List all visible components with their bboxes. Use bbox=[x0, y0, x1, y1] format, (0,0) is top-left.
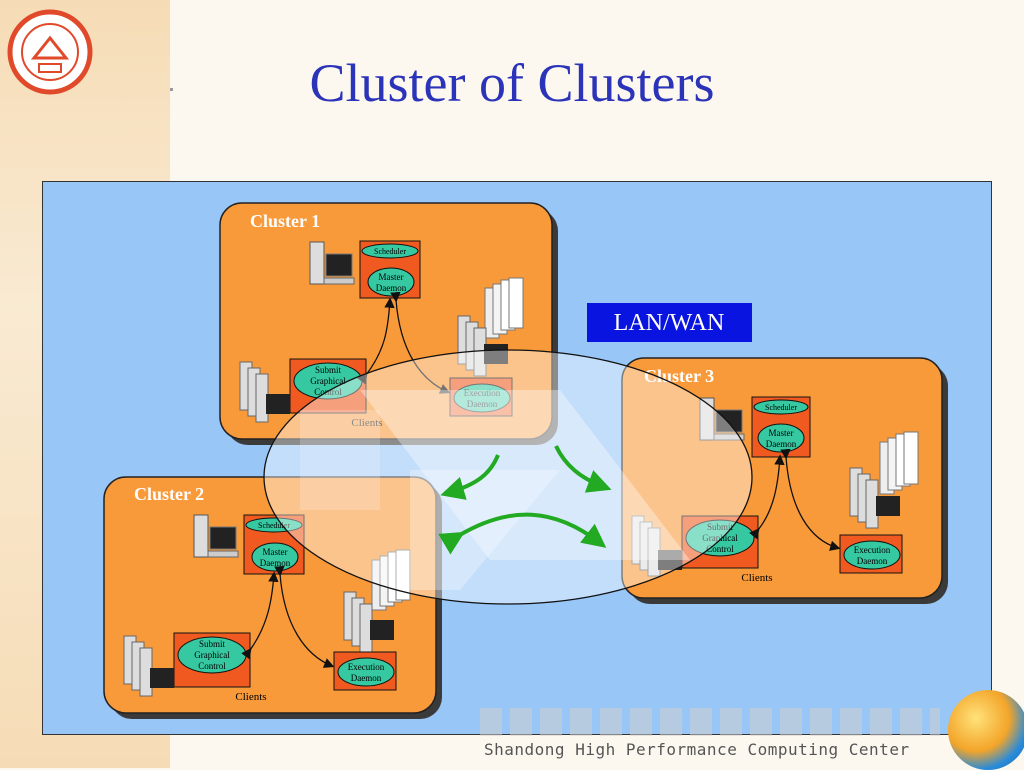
footer-chinese-banner bbox=[480, 708, 940, 736]
cluster-1-scheduler bbox=[361, 243, 419, 259]
cluster-1-client-machines bbox=[239, 361, 290, 423]
lan-wan-label: LAN/WAN bbox=[614, 310, 725, 336]
cluster-3-execution-daemon bbox=[843, 540, 901, 570]
svg-text:Master: Master bbox=[263, 547, 288, 557]
cluster-2-client-machines bbox=[123, 635, 174, 697]
cluster-3-workstation bbox=[699, 397, 745, 441]
arrow-cluster2-cluster3 bbox=[438, 512, 607, 555]
svg-text:Execution: Execution bbox=[348, 662, 385, 672]
svg-text:Master: Master bbox=[769, 428, 794, 438]
arrow-cluster1-to-cluster3 bbox=[554, 445, 612, 493]
cluster-1-server-rack bbox=[484, 277, 524, 339]
cluster-3-exec-machines bbox=[849, 467, 900, 529]
svg-text:Graphical: Graphical bbox=[194, 650, 230, 660]
arrow-cluster1-to-cluster2 bbox=[440, 454, 500, 500]
svg-text:Control: Control bbox=[706, 544, 734, 554]
footer-text: Shandong High Performance Computing Cent… bbox=[484, 740, 910, 759]
svg-text:Daemon: Daemon bbox=[467, 399, 498, 409]
svg-text:Control: Control bbox=[314, 387, 342, 397]
cluster-1-clients-label: Clients bbox=[351, 417, 382, 429]
svg-text:Execution: Execution bbox=[464, 388, 501, 398]
svg-text:Scheduler: Scheduler bbox=[765, 403, 797, 412]
slide-title: Cluster of Clusters bbox=[309, 53, 715, 113]
svg-text:Daemon: Daemon bbox=[351, 673, 382, 683]
lan-wan-network bbox=[263, 349, 753, 605]
svg-text:Daemon: Daemon bbox=[376, 283, 407, 293]
svg-text:Control: Control bbox=[198, 661, 226, 671]
svg-text:Scheduler: Scheduler bbox=[258, 521, 290, 530]
cluster-1-workstation bbox=[309, 241, 355, 285]
svg-text:Master: Master bbox=[379, 272, 404, 282]
svg-text:Submit: Submit bbox=[199, 639, 226, 649]
cluster-2-scheduler bbox=[245, 517, 303, 533]
cluster-2-clients-label: Clients bbox=[235, 691, 266, 703]
svg-text:Graphical: Graphical bbox=[310, 376, 346, 386]
decorative-dot bbox=[170, 88, 173, 91]
footer-logo-sphere bbox=[948, 690, 1024, 770]
svg-text:Daemon: Daemon bbox=[857, 556, 888, 566]
cluster-3-title: Cluster 3 bbox=[644, 366, 714, 386]
svg-text:Graphical: Graphical bbox=[702, 533, 738, 543]
cluster-2-workstation bbox=[193, 514, 239, 558]
cluster-2: Cluster 2 Scheduler Master Daemon Submit… bbox=[103, 476, 442, 719]
svg-text:Submit: Submit bbox=[315, 365, 342, 375]
cluster-3: Cluster 3 Scheduler Master Daemon Submit… bbox=[621, 357, 948, 604]
cluster-2-title: Cluster 2 bbox=[134, 484, 204, 504]
svg-text:Scheduler: Scheduler bbox=[374, 247, 406, 256]
lan-wan-label-box bbox=[587, 303, 752, 342]
cluster-2-execution-daemon bbox=[337, 657, 395, 687]
cluster-1-execution-daemon bbox=[453, 383, 511, 413]
svg-text:Submit: Submit bbox=[707, 522, 734, 532]
cluster-3-clients-label: Clients bbox=[741, 572, 772, 584]
svg-text:Execution: Execution bbox=[854, 545, 891, 555]
cluster-1: Cluster 1 Scheduler Master Daemon bbox=[219, 202, 558, 445]
cluster-3-client-machines bbox=[631, 515, 682, 577]
cluster-3-server-rack bbox=[879, 431, 919, 495]
svg-text:Daemon: Daemon bbox=[260, 558, 291, 568]
cluster-3-scheduler bbox=[753, 399, 809, 415]
cluster-1-title: Cluster 1 bbox=[250, 211, 320, 231]
svg-text:Daemon: Daemon bbox=[766, 439, 797, 449]
university-logo bbox=[7, 9, 93, 95]
